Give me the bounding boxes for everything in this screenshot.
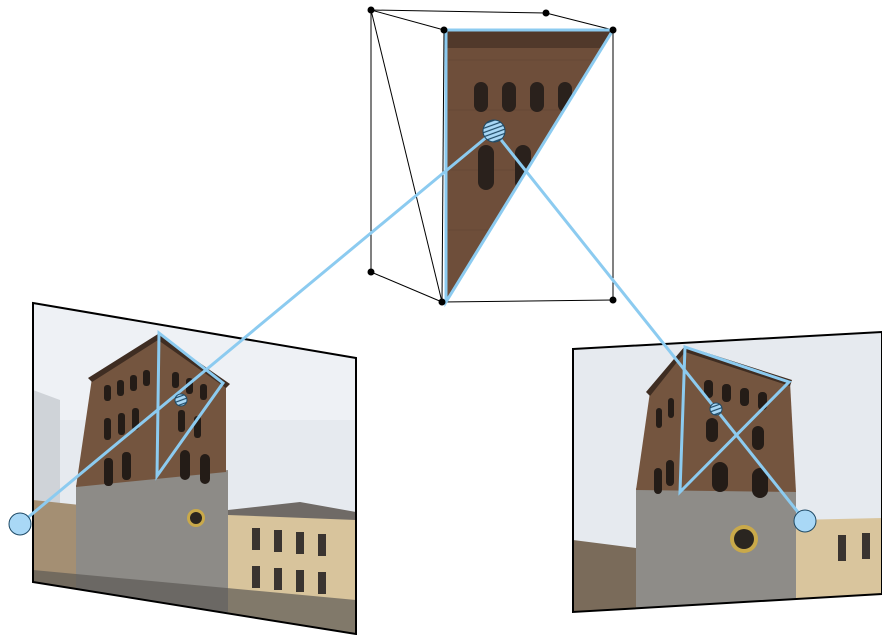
projection-rays xyxy=(19,129,807,526)
triangle-outline-left xyxy=(155,329,226,481)
right-image-plane xyxy=(572,330,882,614)
left-image-plane xyxy=(32,301,357,635)
point-marker-3d-icon xyxy=(482,119,506,143)
box-vertices xyxy=(367,6,617,306)
camera-center-right-icon xyxy=(793,509,817,533)
point-marker-left-icon xyxy=(174,393,188,407)
point-marker-right-icon xyxy=(709,402,723,416)
triangle-outline-right xyxy=(678,344,792,496)
right-image-frame xyxy=(572,330,882,614)
ray-right xyxy=(492,130,807,522)
triangle-outline-3d xyxy=(444,28,616,308)
ray-left xyxy=(19,129,495,526)
camera-center-left-icon xyxy=(8,512,32,536)
left-image-frame xyxy=(32,301,357,635)
